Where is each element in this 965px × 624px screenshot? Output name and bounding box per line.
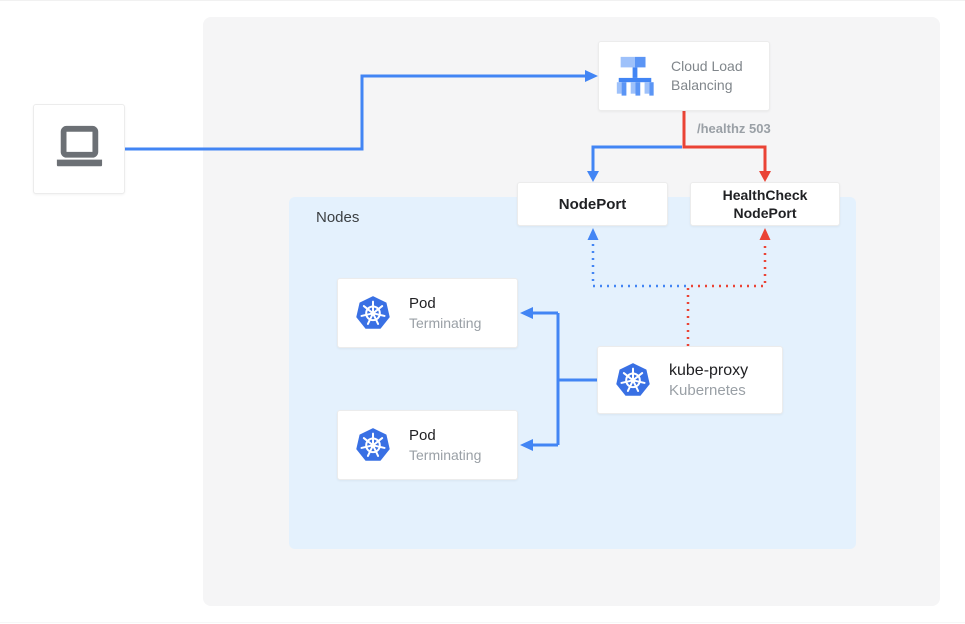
healthcheck-nodeport-card: HealthCheck NodePort	[690, 182, 840, 226]
pod-title: Pod	[409, 426, 436, 444]
pod-terminating-card-bottom: Pod Terminating	[337, 410, 518, 480]
kube-proxy-card: kube-proxy Kubernetes	[597, 346, 783, 414]
nodes-label: Nodes	[316, 209, 360, 226]
pod-terminating-card-top: Pod Terminating	[337, 278, 518, 348]
pod-title: Pod	[409, 294, 436, 312]
client-card	[33, 104, 125, 194]
kubernetes-icon	[356, 428, 390, 461]
pod-card-text: Pod Terminating	[409, 426, 481, 465]
laptop-icon	[56, 125, 103, 167]
pod-status: Terminating	[409, 314, 482, 331]
healthcheck-nodeport-label: HealthCheck NodePort	[722, 187, 808, 221]
kubernetes-icon	[356, 296, 390, 329]
pod-status: Terminating	[409, 446, 482, 463]
cloud-load-balancing-card: Cloud Load Balancing	[598, 41, 770, 111]
kube-proxy-card-text: kube-proxy Kubernetes	[669, 360, 748, 401]
pod-card-text: Pod Terminating	[409, 294, 481, 333]
load-balancer-icon	[616, 56, 654, 96]
kube-proxy-subtitle: Kubernetes	[669, 381, 746, 399]
healthz-label: /healthz 503	[697, 121, 771, 136]
cloud-load-balancing-label: Cloud Load Balancing	[671, 58, 743, 93]
nodeport-card: NodePort	[517, 182, 668, 226]
kubernetes-icon	[616, 363, 650, 396]
nodeport-label: NodePort	[558, 195, 627, 213]
kube-proxy-title: kube-proxy	[669, 361, 749, 379]
